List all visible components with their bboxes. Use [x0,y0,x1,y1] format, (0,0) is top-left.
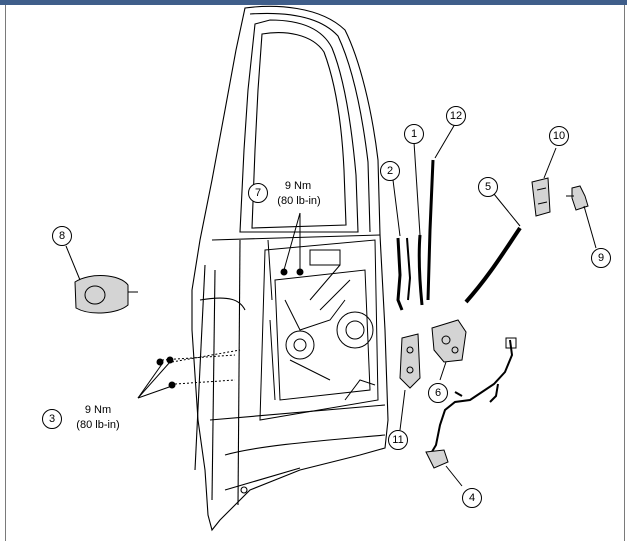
callout-5: 5 [478,177,498,197]
upper-torque-leaders [280,212,304,276]
callout-8: 8 [52,226,72,246]
callout-11: 11 [388,430,408,450]
callout-12: 12 [446,106,466,126]
clip-part [566,185,597,249]
callout-10: 10 [549,126,569,146]
callout-6: 6 [428,383,448,403]
window-top-bar [0,0,627,5]
exterior-handle-part [65,245,138,314]
latch-mechanism-part [399,333,421,431]
window-regulator [259,239,379,421]
rod-part-1 [413,141,424,306]
latch-part [431,319,467,381]
wiring-harness-part [425,337,517,487]
callout-2: 2 [380,161,400,181]
callout-4: 4 [462,488,482,508]
hinge-bolts [156,356,176,389]
torque-lower-value: 9 Nm [84,404,112,416]
torque-upper-alt: (80 lb-in) [277,195,321,207]
rod-part-2 [392,179,412,311]
torque-lower-alt: (80 lb-in) [76,419,120,431]
door-shell [191,5,389,532]
bracket-part [531,147,557,217]
callout-7: 7 [248,183,268,203]
diagram-frame [5,5,625,541]
callout-1: 1 [404,124,424,144]
torque-upper-value: 9 Nm [284,180,312,192]
callout-9: 9 [591,248,611,268]
rod-part-5 [464,193,522,304]
rod-part-12 [426,123,456,301]
hinge-bolt-leaders [137,349,241,399]
callout-3: 3 [42,409,62,429]
